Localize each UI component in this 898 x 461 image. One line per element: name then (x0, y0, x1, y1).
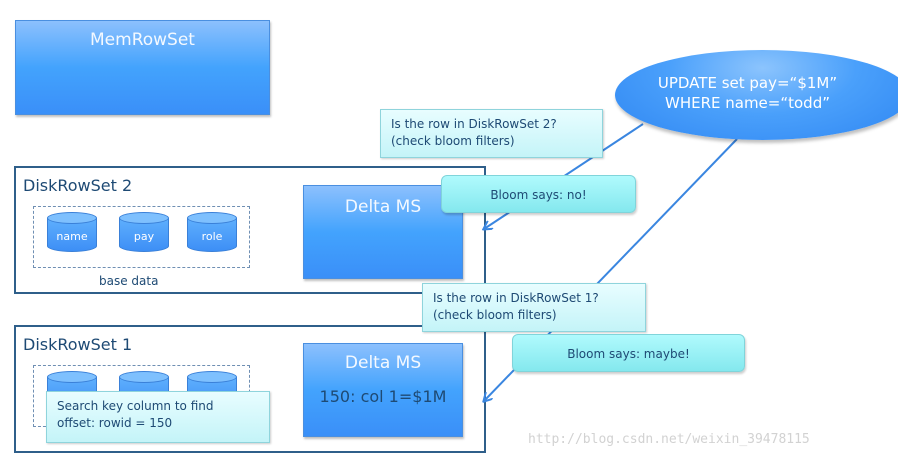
question-line2: (check bloom filters) (391, 134, 515, 148)
delta-ms-box-1: Delta MS 150: col 1=$1M (303, 343, 463, 437)
bloom-no-bubble: Bloom says: no! (441, 175, 636, 213)
delta-ms-label: Delta MS (344, 353, 422, 373)
delta-ms-label: Delta MS (344, 197, 422, 217)
column-cylinder-pay: pay (119, 212, 169, 254)
bloom-maybe-bubble: Bloom says: maybe! (512, 334, 745, 372)
diskrowset-1-label: DiskRowSet 1 (23, 335, 133, 354)
bloom-no-label: Bloom says: no! (490, 188, 587, 202)
search-key-note: Search key column to find offset: rowid … (46, 391, 270, 443)
watermark: http://blog.csdn.net/weixin_39478115 (528, 432, 810, 447)
search-note-line1: Search key column to find (57, 399, 214, 413)
column-label: name (56, 230, 88, 243)
memrowset-label: MemRowSet (90, 30, 195, 50)
question-line1: Is the row in DiskRowSet 1? (433, 291, 599, 305)
base-data-group (33, 206, 250, 268)
base-data-label: base data (99, 274, 159, 288)
question-line1: Is the row in DiskRowSet 2? (391, 117, 557, 131)
diskrowset-2-label: DiskRowSet 2 (23, 176, 133, 195)
column-cylinder-name: name (47, 212, 97, 254)
search-note-line2: offset: rowid = 150 (57, 416, 173, 430)
delta-entry: 150: col 1=$1M (319, 387, 447, 406)
memrowset-box: MemRowSet (15, 20, 270, 115)
question-line2: (check bloom filters) (433, 308, 557, 322)
update-line2: WHERE name=“todd” (664, 94, 830, 112)
bloom-maybe-label: Bloom says: maybe! (567, 347, 690, 361)
question-diskrowset-2: Is the row in DiskRowSet 2? (check bloom… (380, 109, 603, 158)
column-label: pay (133, 230, 155, 243)
update-line1: UPDATE set pay=“$1M” (657, 74, 838, 92)
update-query-ellipse: UPDATE set pay=“$1M” WHERE name=“todd” (615, 50, 898, 140)
column-cylinder-role: role (187, 212, 237, 254)
column-label: role (201, 230, 223, 243)
question-diskrowset-1: Is the row in DiskRowSet 1? (check bloom… (422, 283, 646, 332)
delta-ms-box-2: Delta MS (303, 185, 463, 279)
diskrowset-2: DiskRowSet 2 name pay role base data Del… (14, 166, 486, 294)
